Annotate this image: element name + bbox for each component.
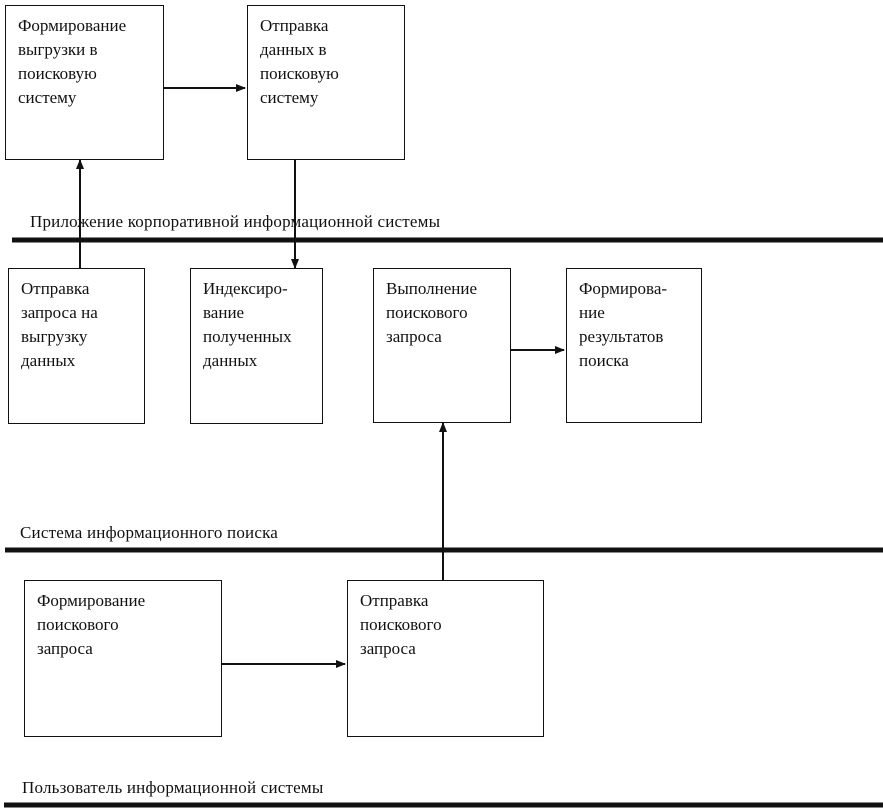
box-form-query: Формирование поискового запроса (24, 580, 222, 737)
lane-label-corporate-app: Приложение корпоративной информационной … (30, 212, 441, 231)
box-send-query: Отправка поискового запроса (347, 580, 544, 737)
box-send-data: Отправка данных в поисковую систему (247, 5, 405, 160)
lane-label-user: Пользователь информационной системы (22, 778, 324, 797)
lane-label-search-system: Система информационного поиска (20, 523, 279, 542)
box-request-export: Отправка запроса на выгрузку данных (8, 268, 145, 424)
box-form-export: Формирование выгрузки в поисковую систем… (5, 5, 164, 160)
box-execute-query: Выполнение поискового запроса (373, 268, 511, 423)
box-indexing: Индексиро- вание полученных данных (190, 268, 323, 424)
box-form-results: Формирова- ние результатов поиска (566, 268, 702, 423)
